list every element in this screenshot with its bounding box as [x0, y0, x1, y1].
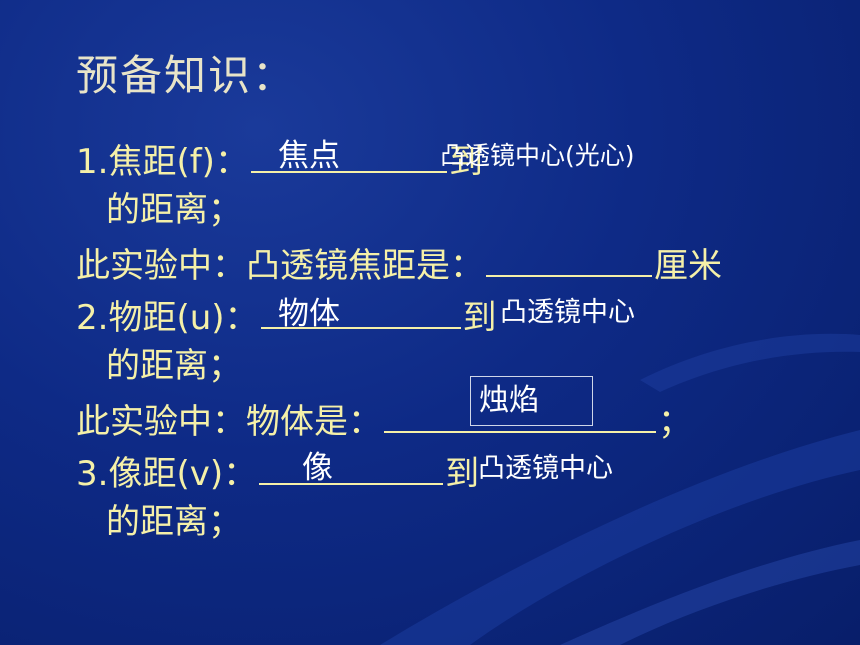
item3-tail: 的距离； — [106, 502, 242, 542]
item2-tail: 的距离； — [106, 346, 242, 386]
object-answer-box: 烛焰 — [470, 376, 593, 426]
item2-blank — [260, 297, 461, 329]
focal-blank — [486, 245, 652, 277]
item3-to: 到 — [445, 454, 480, 494]
item3-answer-a: 像 — [302, 450, 333, 486]
focal-unit: 厘米 — [654, 246, 722, 286]
item1-answer-a: 焦点 — [278, 138, 340, 174]
item2-line: 2.物距(u)： 到 — [76, 290, 497, 339]
focal-text: 此实验中：凸透镜焦距是： — [76, 246, 484, 286]
item2-answer-a: 物体 — [278, 296, 340, 332]
item2-answer-b: 凸透镜中心 — [500, 297, 635, 328]
item1-answer-b: 凸透镜中心(光心) — [440, 141, 635, 170]
item1-tail: 的距离； — [106, 190, 242, 230]
item1-blank — [250, 141, 447, 173]
item2-to: 到 — [462, 298, 497, 338]
item3-line: 3.像距(v)： 到 — [76, 446, 479, 495]
item2-label: 2.物距(u)： — [76, 298, 259, 338]
object-end: ； — [658, 402, 692, 442]
object-line: 此实验中：物体是： ； — [76, 394, 692, 443]
item3-blank — [259, 453, 444, 485]
item3-answer-b: 凸透镜中心 — [478, 453, 613, 484]
item1-to: 到 — [448, 142, 483, 182]
object-blank — [384, 401, 656, 433]
slide-title: 预备知识： — [76, 51, 297, 100]
item1-label: 1.焦距(f)： — [76, 142, 249, 182]
item3-label: 3.像距(v)： — [76, 454, 258, 494]
object-text: 此实验中：物体是： — [76, 402, 382, 442]
item1-line: 1.焦距(f)： 到 — [76, 134, 483, 183]
focal-line: 此实验中：凸透镜焦距是： 厘米 — [76, 238, 722, 287]
